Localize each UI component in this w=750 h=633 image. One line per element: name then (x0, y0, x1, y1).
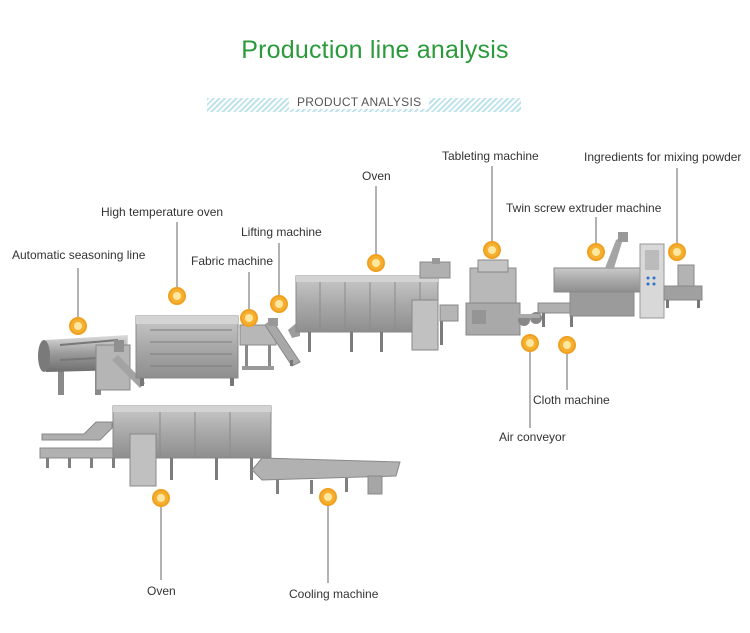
label-cooling-machine: Cooling machine (289, 587, 379, 601)
twin-screw-extruder-unit (553, 232, 665, 319)
marker-automatic-seasoning (69, 317, 87, 335)
marker-high-temperature-oven (168, 287, 186, 305)
marker-cloth-machine (558, 336, 576, 354)
label-automatic-seasoning-line: Automatic seasoning line (12, 248, 146, 262)
marker-fabric-machine (240, 309, 258, 327)
label-twin-screw-extruder: Twin screw extruder machine (506, 201, 662, 215)
lifting-machine-unit (264, 318, 301, 367)
label-tableting-machine: Tableting machine (442, 149, 539, 163)
page-subtitle: PRODUCT ANALYSIS (289, 95, 430, 109)
marker-oven-top (367, 254, 385, 272)
tableting-machine-unit (465, 259, 521, 336)
air-conveyor-unit (518, 312, 542, 326)
marker-lifting-machine (270, 295, 288, 313)
marker-ingredients-mixing-powder (668, 243, 686, 261)
label-fabric-machine: Fabric machine (191, 254, 274, 268)
label-high-temperature-oven: High temperature oven (101, 205, 224, 219)
marker-tableting-machine (483, 241, 501, 259)
label-ingredients-mixing-powder: Ingredients for mixing powder (584, 150, 742, 164)
marker-air-conveyor (521, 334, 539, 352)
main-oven-machine (288, 258, 459, 352)
label-lifting-machine: Lifting machine (241, 225, 322, 239)
label-oven-top: Oven (362, 169, 391, 183)
label-air-conveyor: Air conveyor (499, 430, 566, 444)
label-oven-bottom: Oven (147, 584, 176, 598)
high-temperature-oven-machine (135, 315, 239, 386)
marker-oven-bottom (152, 489, 170, 507)
cooling-machine-unit (251, 457, 401, 495)
leader-lines (77, 166, 678, 583)
marker-cooling-machine (319, 488, 337, 506)
fabric-machine-unit (239, 324, 277, 370)
label-cloth-machine: Cloth machine (533, 393, 610, 407)
mixing-powder-unit (663, 264, 703, 308)
page-title: Production line analysis (241, 36, 509, 64)
bottom-oven-machine (112, 405, 272, 487)
seasoning-drum-machine (38, 335, 145, 395)
marker-twin-screw-extruder (587, 243, 605, 261)
